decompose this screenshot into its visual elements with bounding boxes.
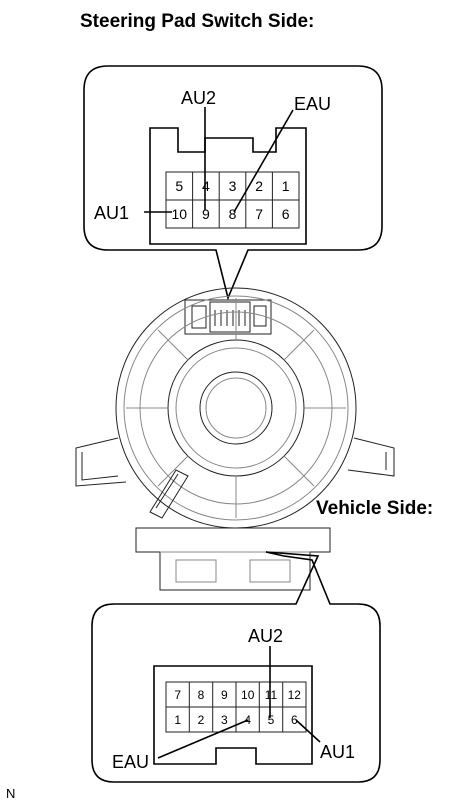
top-pin-3: 3 — [229, 178, 237, 194]
top-pin-1: 1 — [282, 178, 290, 194]
top-connector-pin-grid: 5 4 3 2 1 10 9 8 7 6 — [165, 171, 300, 229]
top-pin-4: 4 — [202, 178, 210, 194]
au1-leader-line-bottom — [295, 719, 321, 743]
bottom-pin-7: 7 — [174, 688, 181, 702]
eau-leader-line-top — [233, 109, 294, 213]
bottom-pin-11: 11 — [265, 688, 278, 702]
bottom-pin-5: 5 — [268, 713, 275, 727]
au1-label-top: AU1 — [94, 203, 129, 223]
eau-label-bottom: EAU — [112, 752, 149, 772]
spiral-cable-illustration — [75, 287, 395, 591]
eau-leader-line-bottom — [157, 719, 249, 759]
bottom-pin-10: 10 — [241, 688, 255, 702]
steering-side-heading: Steering Pad Switch Side: — [80, 11, 314, 32]
eau-label-top: EAU — [294, 94, 331, 114]
figure-code: N — [6, 786, 15, 801]
bottom-pin-9: 9 — [221, 688, 228, 702]
top-connector-housing — [149, 127, 307, 245]
bottom-pin-12: 12 — [288, 688, 302, 702]
top-pin-5: 5 — [175, 178, 183, 194]
top-pin-8: 8 — [229, 206, 237, 222]
vehicle-side-heading: Vehicle Side: — [316, 498, 433, 519]
bottom-callout — [91, 551, 381, 783]
top-pin-2: 2 — [255, 178, 263, 194]
au2-label-top: AU2 — [181, 88, 216, 108]
bottom-pin-8: 8 — [198, 688, 205, 702]
bottom-pin-1: 1 — [174, 713, 181, 727]
bottom-pin-6: 6 — [291, 713, 298, 727]
bottom-pin-3: 3 — [221, 713, 228, 727]
au2-label-bottom: AU2 — [248, 626, 283, 646]
top-pin-7: 7 — [255, 206, 263, 222]
top-callout — [83, 65, 383, 301]
top-pin-6: 6 — [282, 206, 290, 222]
au1-label-bottom: AU1 — [320, 742, 355, 762]
bottom-connector-housing — [153, 665, 313, 765]
top-pin-9: 9 — [202, 206, 210, 222]
top-pin-10: 10 — [172, 206, 188, 222]
bottom-pin-2: 2 — [198, 713, 205, 727]
